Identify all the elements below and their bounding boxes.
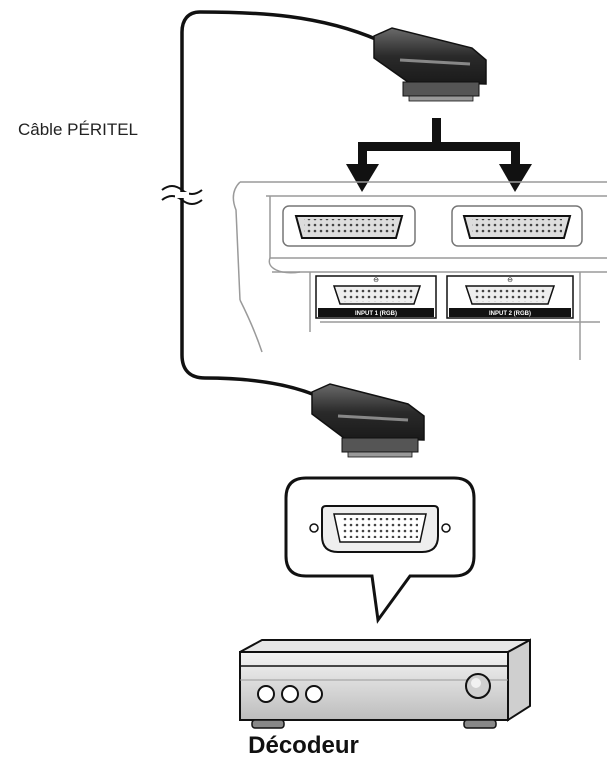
decoder-button-3 bbox=[305, 685, 323, 703]
cable-break-mark bbox=[161, 185, 203, 205]
split-arrows bbox=[346, 118, 532, 192]
decoder-foot-right bbox=[463, 719, 497, 729]
decoder-label: Décodeur bbox=[248, 732, 359, 759]
input-1-label: INPUT 1 (RGB) bbox=[355, 311, 397, 317]
tv-scart-socket-1 bbox=[282, 205, 416, 247]
decoder-button-2 bbox=[281, 685, 299, 703]
decoder-box bbox=[239, 638, 531, 729]
decoder-socket-callout bbox=[284, 476, 476, 624]
scart-plug-top bbox=[373, 27, 487, 102]
screw-hole-right bbox=[441, 523, 451, 533]
tv-scart-socket-2 bbox=[451, 205, 583, 247]
input-2-icon: ⊖ bbox=[507, 277, 513, 284]
input-2-label: INPUT 2 (RGB) bbox=[489, 311, 531, 317]
scart-plug-bottom bbox=[311, 383, 425, 458]
cable-label: Câble PÉRITEL bbox=[18, 120, 138, 139]
tv-back-panel bbox=[232, 181, 607, 360]
input-1-icon: ⊖ bbox=[373, 277, 379, 284]
decoder-button-1 bbox=[257, 685, 275, 703]
input-1-block: ⊖ INPUT 1 (RGB) bbox=[315, 275, 437, 319]
decoder-foot-left bbox=[251, 719, 285, 729]
screw-hole-left bbox=[309, 523, 319, 533]
input-2-block: ⊖ INPUT 2 (RGB) bbox=[446, 275, 574, 319]
scart-cable bbox=[180, 10, 380, 397]
